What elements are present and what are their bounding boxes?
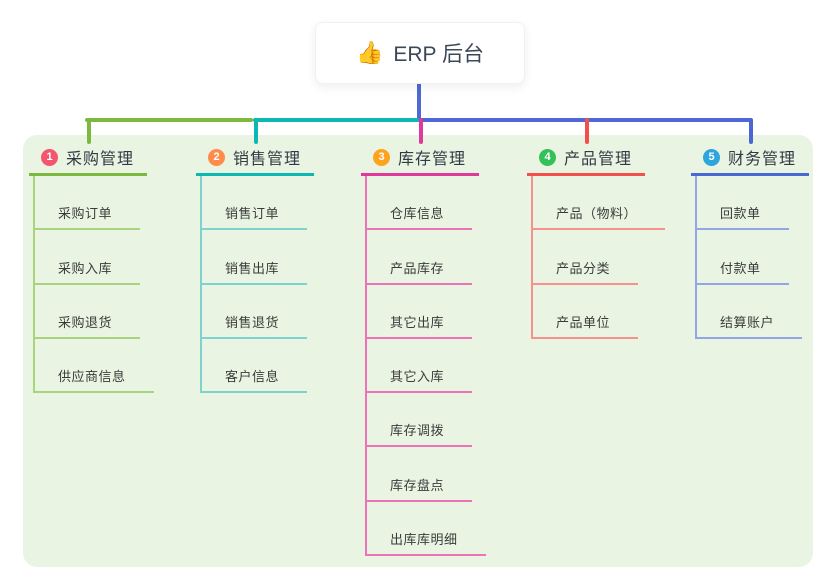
branch-title: 销售管理 xyxy=(233,151,302,168)
child-node-label: 付款单 xyxy=(720,260,761,276)
branch-children: 产品（物料） 产品分类产品单位 xyxy=(531,176,666,339)
child-node[interactable]: 结算账户 xyxy=(695,285,803,339)
branch-node: 5 财务管理 回款单付款单结算账户 xyxy=(691,146,809,339)
branch-node: 2 销售管理 销售订单销售出库销售退货客户信息 xyxy=(196,146,314,394)
child-node-label: 回款单 xyxy=(720,206,761,222)
child-node[interactable]: 销售订单 xyxy=(200,176,308,231)
branch-children: 仓库信息产品库存其它出库其它入库库存调拨库存盘点出库库明细 xyxy=(365,176,486,557)
branch-title: 产品管理 xyxy=(564,151,633,168)
child-node-label: 产品库存 xyxy=(390,260,445,276)
child-node-label: 产品分类 xyxy=(556,260,611,276)
root-node[interactable]: 👍 ERP 后台 xyxy=(315,22,525,84)
branch-children: 销售订单销售出库销售退货客户信息 xyxy=(200,176,308,394)
connector-line xyxy=(417,82,421,122)
connector-line xyxy=(253,118,419,122)
child-node[interactable]: 销售退货 xyxy=(200,285,308,339)
connector-line xyxy=(254,118,258,144)
connector-line xyxy=(419,118,423,144)
child-node[interactable]: 仓库信息 xyxy=(365,176,473,231)
child-node-label: 产品单位 xyxy=(556,314,611,330)
branch-header[interactable]: 2 销售管理 xyxy=(196,146,314,176)
child-node[interactable]: 客户信息 xyxy=(200,339,308,394)
branch-header[interactable]: 3 库存管理 xyxy=(361,146,479,176)
child-node[interactable]: 付款单 xyxy=(695,230,789,285)
branch-title: 库存管理 xyxy=(398,151,467,168)
root-node-title: ERP 后台 xyxy=(393,43,485,66)
child-node-label: 销售出库 xyxy=(225,260,280,276)
branch-header[interactable]: 5 财务管理 xyxy=(691,146,809,176)
child-node[interactable]: 产品库存 xyxy=(365,230,473,285)
child-node-label: 产品（物料） xyxy=(556,206,638,222)
child-node-label: 仓库信息 xyxy=(390,206,445,222)
child-node-label: 出库库明细 xyxy=(390,532,458,548)
connector-line xyxy=(585,118,589,144)
child-node-label: 其它入库 xyxy=(390,369,445,385)
child-node[interactable]: 出库库明细 xyxy=(365,502,486,557)
branch-children: 回款单付款单结算账户 xyxy=(695,176,803,339)
branch-node: 4 产品管理 产品（物料） 产品分类产品单位 xyxy=(527,146,666,339)
child-node-label: 客户信息 xyxy=(225,369,280,385)
child-node[interactable]: 采购退货 xyxy=(33,285,141,339)
child-node-label: 结算账户 xyxy=(720,314,775,330)
branch-node: 3 库存管理 仓库信息产品库存其它出库其它入库库存调拨库存盘点出库库明细 xyxy=(361,146,486,557)
branches-panel xyxy=(23,135,813,567)
child-node[interactable]: 其它入库 xyxy=(365,339,473,394)
child-node[interactable]: 库存盘点 xyxy=(365,447,473,502)
branch-children: 采购订单采购入库采购退货供应商信息 xyxy=(33,176,154,394)
child-node-label: 采购退货 xyxy=(58,314,113,330)
branch-header[interactable]: 4 产品管理 xyxy=(527,146,645,176)
child-node-label: 销售退货 xyxy=(225,314,280,330)
child-node-label: 供应商信息 xyxy=(58,369,126,385)
child-node-label: 库存调拨 xyxy=(390,423,445,439)
child-node-label: 其它出库 xyxy=(390,314,445,330)
branch-number-badge: 1 xyxy=(41,148,58,166)
child-node[interactable]: 库存调拨 xyxy=(365,393,473,448)
branch-header[interactable]: 1 采购管理 xyxy=(29,146,147,176)
branch-node: 1 采购管理 采购订单采购入库采购退货供应商信息 xyxy=(29,146,154,394)
child-node[interactable]: 销售出库 xyxy=(200,230,308,285)
child-node-label: 采购订单 xyxy=(58,206,113,222)
branch-number-badge: 5 xyxy=(703,148,720,166)
child-node[interactable]: 产品单位 xyxy=(531,285,639,339)
connector-line xyxy=(749,118,753,144)
branch-title: 财务管理 xyxy=(728,151,797,168)
connector-line xyxy=(87,118,91,144)
child-node[interactable]: 采购订单 xyxy=(33,176,141,231)
child-node[interactable]: 产品（物料） xyxy=(531,176,666,231)
thumbs-up-icon: 👍 xyxy=(355,40,384,65)
child-node-label: 销售订单 xyxy=(225,206,280,222)
child-node-label: 采购入库 xyxy=(58,260,113,276)
child-node[interactable]: 其它出库 xyxy=(365,285,473,339)
child-node[interactable]: 采购入库 xyxy=(33,230,141,285)
branch-title: 采购管理 xyxy=(66,151,135,168)
branch-number-badge: 3 xyxy=(373,148,390,166)
child-node[interactable]: 产品分类 xyxy=(531,230,639,285)
branch-number-badge: 4 xyxy=(539,148,556,166)
child-node-label: 库存盘点 xyxy=(390,477,445,493)
child-node[interactable]: 供应商信息 xyxy=(33,339,154,394)
connector-line xyxy=(85,118,253,122)
branch-number-badge: 2 xyxy=(208,148,225,166)
child-node[interactable]: 回款单 xyxy=(695,176,789,231)
